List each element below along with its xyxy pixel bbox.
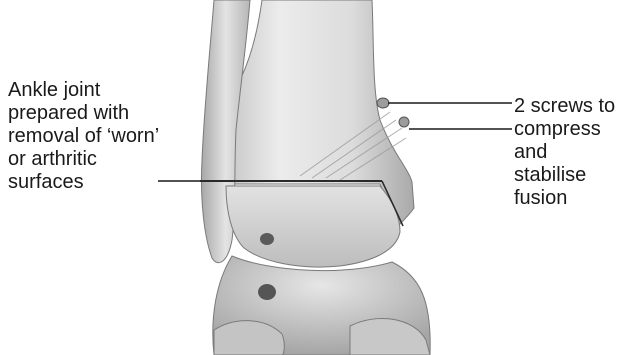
ankle-joint-label-line: Ankle joint bbox=[8, 79, 159, 102]
screw-hole-talus bbox=[260, 233, 274, 245]
screws-label-line: and bbox=[514, 141, 615, 164]
screws-label-line: 2 screws to bbox=[514, 95, 615, 118]
ankle-joint-label-line: removal of ‘worn’ bbox=[8, 125, 159, 148]
screw-hole-calcaneus bbox=[258, 284, 276, 300]
ankle-joint-label: Ankle joint prepared with removal of ‘wo… bbox=[8, 79, 159, 194]
screw-head-upper bbox=[377, 98, 389, 108]
ankle-joint-label-line: surfaces bbox=[8, 171, 159, 194]
screws-label-line: stabilise bbox=[514, 164, 615, 187]
screws-label-line: fusion bbox=[514, 187, 615, 210]
screws-label-line: compress bbox=[514, 118, 615, 141]
ankle-joint-label-line: or arthritic bbox=[8, 148, 159, 171]
ankle-joint-label-line: prepared with bbox=[8, 102, 159, 125]
screws-label: 2 screws to compress and stabilise fusio… bbox=[514, 95, 615, 210]
screw-head-lower bbox=[399, 117, 409, 127]
talus-bone bbox=[226, 186, 400, 267]
